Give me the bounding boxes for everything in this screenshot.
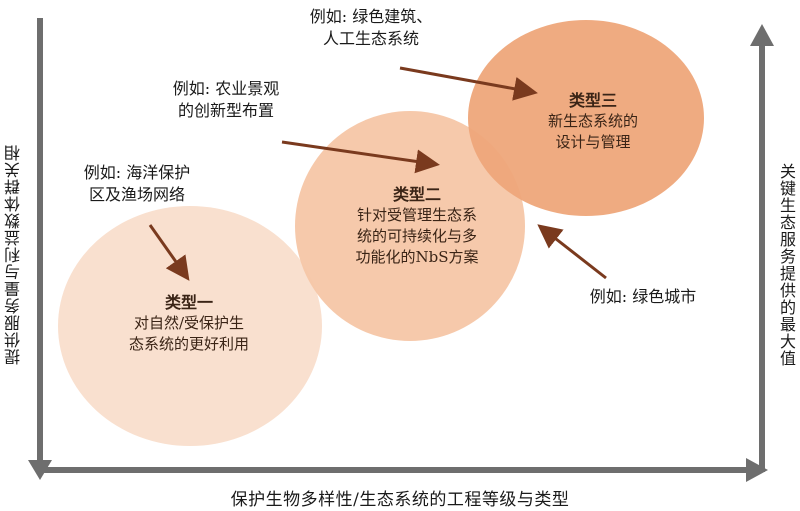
type-one-text: 类型一 对自然/受保护生 态系统的更好利用 bbox=[104, 292, 274, 355]
axes bbox=[28, 18, 774, 482]
type-one-line: 对自然/受保护生 bbox=[133, 314, 245, 332]
example-line: 人工生态系统 bbox=[322, 29, 419, 48]
type-three-line: 新生态系统的 bbox=[547, 112, 638, 130]
type-one-ellipse bbox=[58, 206, 322, 446]
example-green-city: 例如: 绿色城市 bbox=[568, 286, 718, 308]
arrow-example-green-city bbox=[537, 224, 607, 280]
arrow-example-marine bbox=[148, 224, 190, 281]
type-one-line: 态系统的更好利用 bbox=[128, 335, 249, 353]
type-two-title: 类型二 bbox=[392, 185, 441, 204]
type-two-line: 针对受管理生态系 bbox=[356, 206, 477, 224]
type-two-line: 功能化的NbS方案 bbox=[355, 248, 479, 266]
type-two-text: 类型二 针对受管理生态系 统的可持续化与多 功能化的NbS方案 bbox=[332, 184, 502, 268]
example-agriculture: 例如: 农业景观 的创新型布置 bbox=[146, 78, 306, 122]
type-two-line: 统的可持续化与多 bbox=[356, 227, 477, 245]
left-axis-label: 提供服务量与利益数体群关相 bbox=[4, 144, 23, 366]
type-three-text: 类型三 新生态系统的 设计与管理 bbox=[528, 90, 658, 153]
right-axis-label: 关键生态服务提供的最大值 bbox=[777, 163, 796, 367]
arrow-example-agriculture bbox=[281, 140, 440, 174]
example-line: 例如: 绿色城市 bbox=[589, 287, 697, 306]
right-axis-arrowhead bbox=[750, 24, 774, 46]
example-line: 例如: 农业景观 bbox=[172, 79, 280, 98]
example-line: 的创新型布置 bbox=[177, 101, 274, 120]
x-axis-label: 保护生物多样性/生态系统的工程等级与类型 bbox=[230, 490, 570, 510]
type-three-ellipse bbox=[468, 20, 704, 216]
type-three-line: 设计与管理 bbox=[555, 133, 631, 151]
arrow-example-green-building bbox=[399, 66, 538, 101]
type-one-title: 类型一 bbox=[164, 293, 213, 312]
example-line: 区及渔场网络 bbox=[88, 185, 185, 204]
type-two-ellipse bbox=[295, 111, 525, 341]
example-green-building: 例如: 绿色建筑、 人工生态系统 bbox=[286, 6, 456, 50]
example-line: 例如: 绿色建筑、 bbox=[309, 7, 433, 26]
example-marine: 例如: 海洋保护 区及渔场网络 bbox=[62, 162, 212, 206]
bottom-axis-arrowhead bbox=[746, 458, 768, 482]
example-line: 例如: 海洋保护 bbox=[83, 163, 191, 182]
type-three-title: 类型三 bbox=[568, 91, 617, 110]
